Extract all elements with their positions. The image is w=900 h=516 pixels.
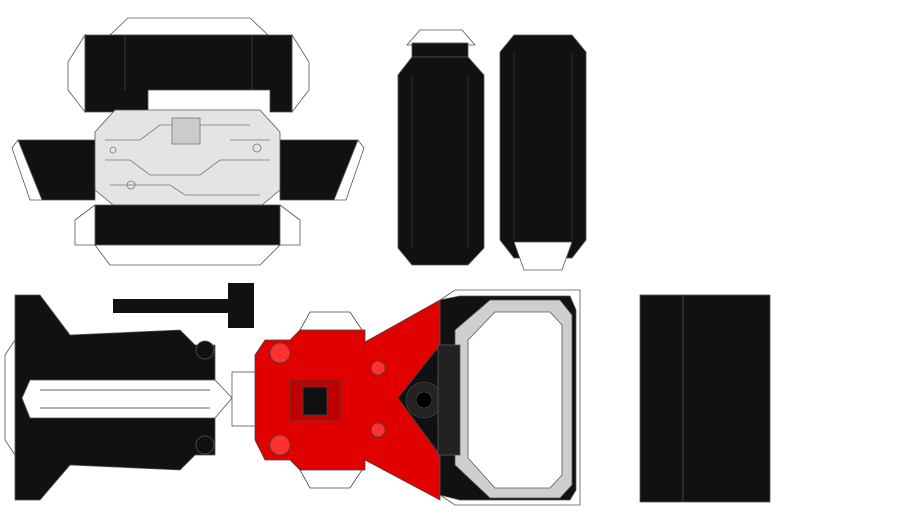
bottom-flap xyxy=(299,469,363,489)
column-body xyxy=(397,56,485,266)
top-glue-flap xyxy=(108,17,270,36)
column-net-1 xyxy=(397,29,485,266)
left-bottom-flap xyxy=(74,204,96,246)
top-black-panel xyxy=(84,34,293,113)
column-net-2 xyxy=(499,34,587,271)
circuit-traces xyxy=(105,117,270,196)
right-bottom-flap xyxy=(279,204,301,246)
top-flap xyxy=(299,311,363,331)
bottom-black-panel xyxy=(94,204,281,246)
grip-flap xyxy=(4,338,16,457)
rivet xyxy=(370,422,386,438)
bottom-glue-flap xyxy=(94,244,281,266)
handle-piece xyxy=(113,283,254,328)
red-body-net xyxy=(254,299,443,501)
grip-stripe xyxy=(21,379,233,419)
top-strip xyxy=(411,42,469,58)
dial-center xyxy=(415,391,433,409)
rivet xyxy=(269,434,291,456)
center-slot xyxy=(302,386,328,416)
rivet xyxy=(370,360,386,376)
frame-window xyxy=(467,311,563,489)
column-body xyxy=(499,34,587,259)
black-panel-right xyxy=(639,294,771,503)
bolt xyxy=(195,340,215,360)
left-side-flap xyxy=(11,139,43,201)
bottom-flap xyxy=(513,241,573,271)
bolt xyxy=(195,435,215,455)
rivet xyxy=(269,342,291,364)
frame-hinge xyxy=(437,344,461,456)
right-side-flap xyxy=(333,139,365,201)
connector-flap xyxy=(231,371,257,427)
top-flap xyxy=(406,29,476,46)
grip-net xyxy=(4,294,257,501)
box-net-top-left xyxy=(11,17,365,266)
frame-net xyxy=(437,289,581,506)
